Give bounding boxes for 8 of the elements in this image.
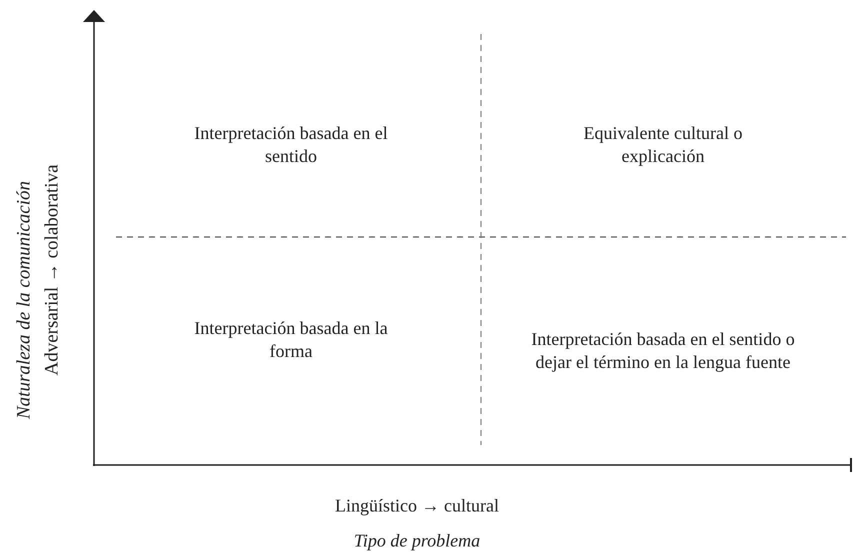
axis-title: Tipo de problema [354,530,480,552]
axis-label: Adversarial → colaborativa [40,164,64,376]
axis-label: Lingüístico → cultural [335,494,499,518]
quadrant-label: Interpretación basada en la forma [193,317,389,363]
quadrant-label: Interpretación basada en el sentido o dejar el término en la lengua fuente [530,328,796,374]
quadrant-label: Interpretación basada en el sentido [193,122,389,168]
axis-title: Naturaleza de la comunicación [12,181,36,419]
quadrant-label: Equivalente cultural o explicación [582,122,744,168]
